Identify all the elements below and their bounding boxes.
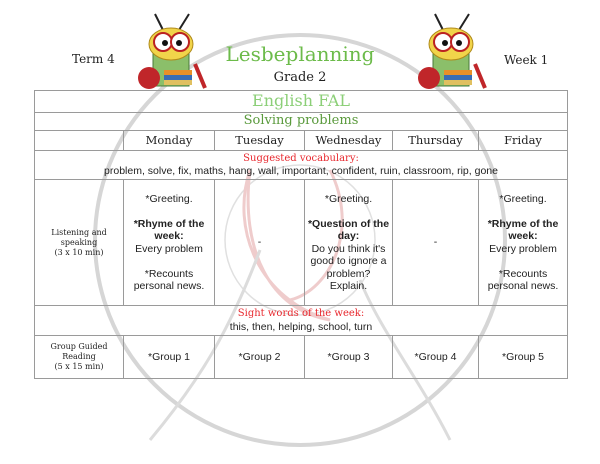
page-title: Lesbeplanning bbox=[225, 42, 375, 66]
days-header-row: Monday Tuesday Wednesday Thursday Friday bbox=[34, 130, 569, 151]
sight-words-row: Sight words of the week: this, then, hel… bbox=[33, 305, 569, 336]
greeting-text: *Greeting. bbox=[145, 192, 193, 205]
recount-text: *Recounts personal news. bbox=[487, 267, 559, 293]
question-heading: *Question of the day: bbox=[307, 217, 390, 243]
bug-mascot-icon bbox=[418, 13, 487, 89]
greeting-text: *Greeting. bbox=[324, 192, 373, 205]
listening-monday: *Greeting. *Rhyme of the week: Every pro… bbox=[123, 179, 215, 306]
listening-tuesday: - bbox=[214, 179, 305, 306]
day-tuesday: Tuesday bbox=[214, 130, 305, 151]
vocabulary-words: problem, solve, fix, maths, hang, wall, … bbox=[104, 165, 498, 177]
day-friday: Friday bbox=[477, 130, 569, 151]
bug-mascot-icon bbox=[138, 13, 207, 89]
day-thursday: Thursday bbox=[392, 130, 479, 151]
day-monday: Monday bbox=[123, 130, 215, 151]
listening-friday: *Greeting. *Rhyme of the week: Every pro… bbox=[477, 179, 569, 306]
guided-reading-row: Group Guided Reading(5 x 15 min) *Group … bbox=[34, 335, 569, 379]
term-label: Term 4 bbox=[72, 52, 115, 66]
listening-wednesday: *Greeting. *Question of the day: Do you … bbox=[304, 179, 393, 306]
group-cell: *Group 4 bbox=[392, 335, 479, 379]
listening-row: Listening and speaking(3 x 10 min) *Gree… bbox=[34, 179, 569, 306]
theme-row: Solving problems bbox=[33, 112, 569, 131]
guided-reading-label: Group Guided Reading bbox=[50, 342, 108, 361]
listening-duration: (3 x 10 min) bbox=[54, 247, 104, 257]
question-text: Do you think it's good to ignore a probl… bbox=[310, 242, 387, 293]
sight-words-list: this, then, helping, school, turn bbox=[229, 320, 373, 333]
day-wednesday: Wednesday bbox=[304, 130, 393, 151]
guided-reading-duration: (5 x 15 min) bbox=[54, 362, 104, 371]
vocabulary-row: Suggested vocabulary: problem, solve, fi… bbox=[33, 150, 569, 180]
lesson-plan-table: English FAL Solving problems Monday Tues… bbox=[33, 90, 569, 379]
vocabulary-label: Suggested vocabulary: bbox=[243, 152, 359, 164]
listening-label: Listening and speaking bbox=[51, 227, 107, 247]
guided-reading-label-cell: Group Guided Reading(5 x 15 min) bbox=[34, 335, 124, 379]
listening-label-cell: Listening and speaking(3 x 10 min) bbox=[34, 179, 124, 306]
recount-text: *Recounts personal news. bbox=[133, 267, 205, 293]
greeting-text: *Greeting. bbox=[499, 192, 547, 205]
rhyme-heading: *Rhyme of the week: bbox=[487, 217, 559, 243]
subject-row: English FAL bbox=[33, 90, 569, 113]
rhyme-heading: *Rhyme of the week: bbox=[133, 217, 205, 243]
listening-thursday: - bbox=[392, 179, 479, 306]
rhyme-text: Every problem bbox=[489, 242, 557, 255]
week-label: Week 1 bbox=[504, 53, 549, 67]
rhyme-text: Every problem bbox=[135, 242, 203, 255]
group-cell: *Group 1 bbox=[123, 335, 215, 379]
sight-words-label: Sight words of the week: bbox=[237, 308, 365, 319]
group-cell: *Group 2 bbox=[214, 335, 305, 379]
group-cell: *Group 5 bbox=[477, 335, 569, 379]
grade-label: Grade 2 bbox=[273, 70, 327, 85]
group-cell: *Group 3 bbox=[304, 335, 393, 379]
empty-header-cell bbox=[34, 130, 124, 151]
